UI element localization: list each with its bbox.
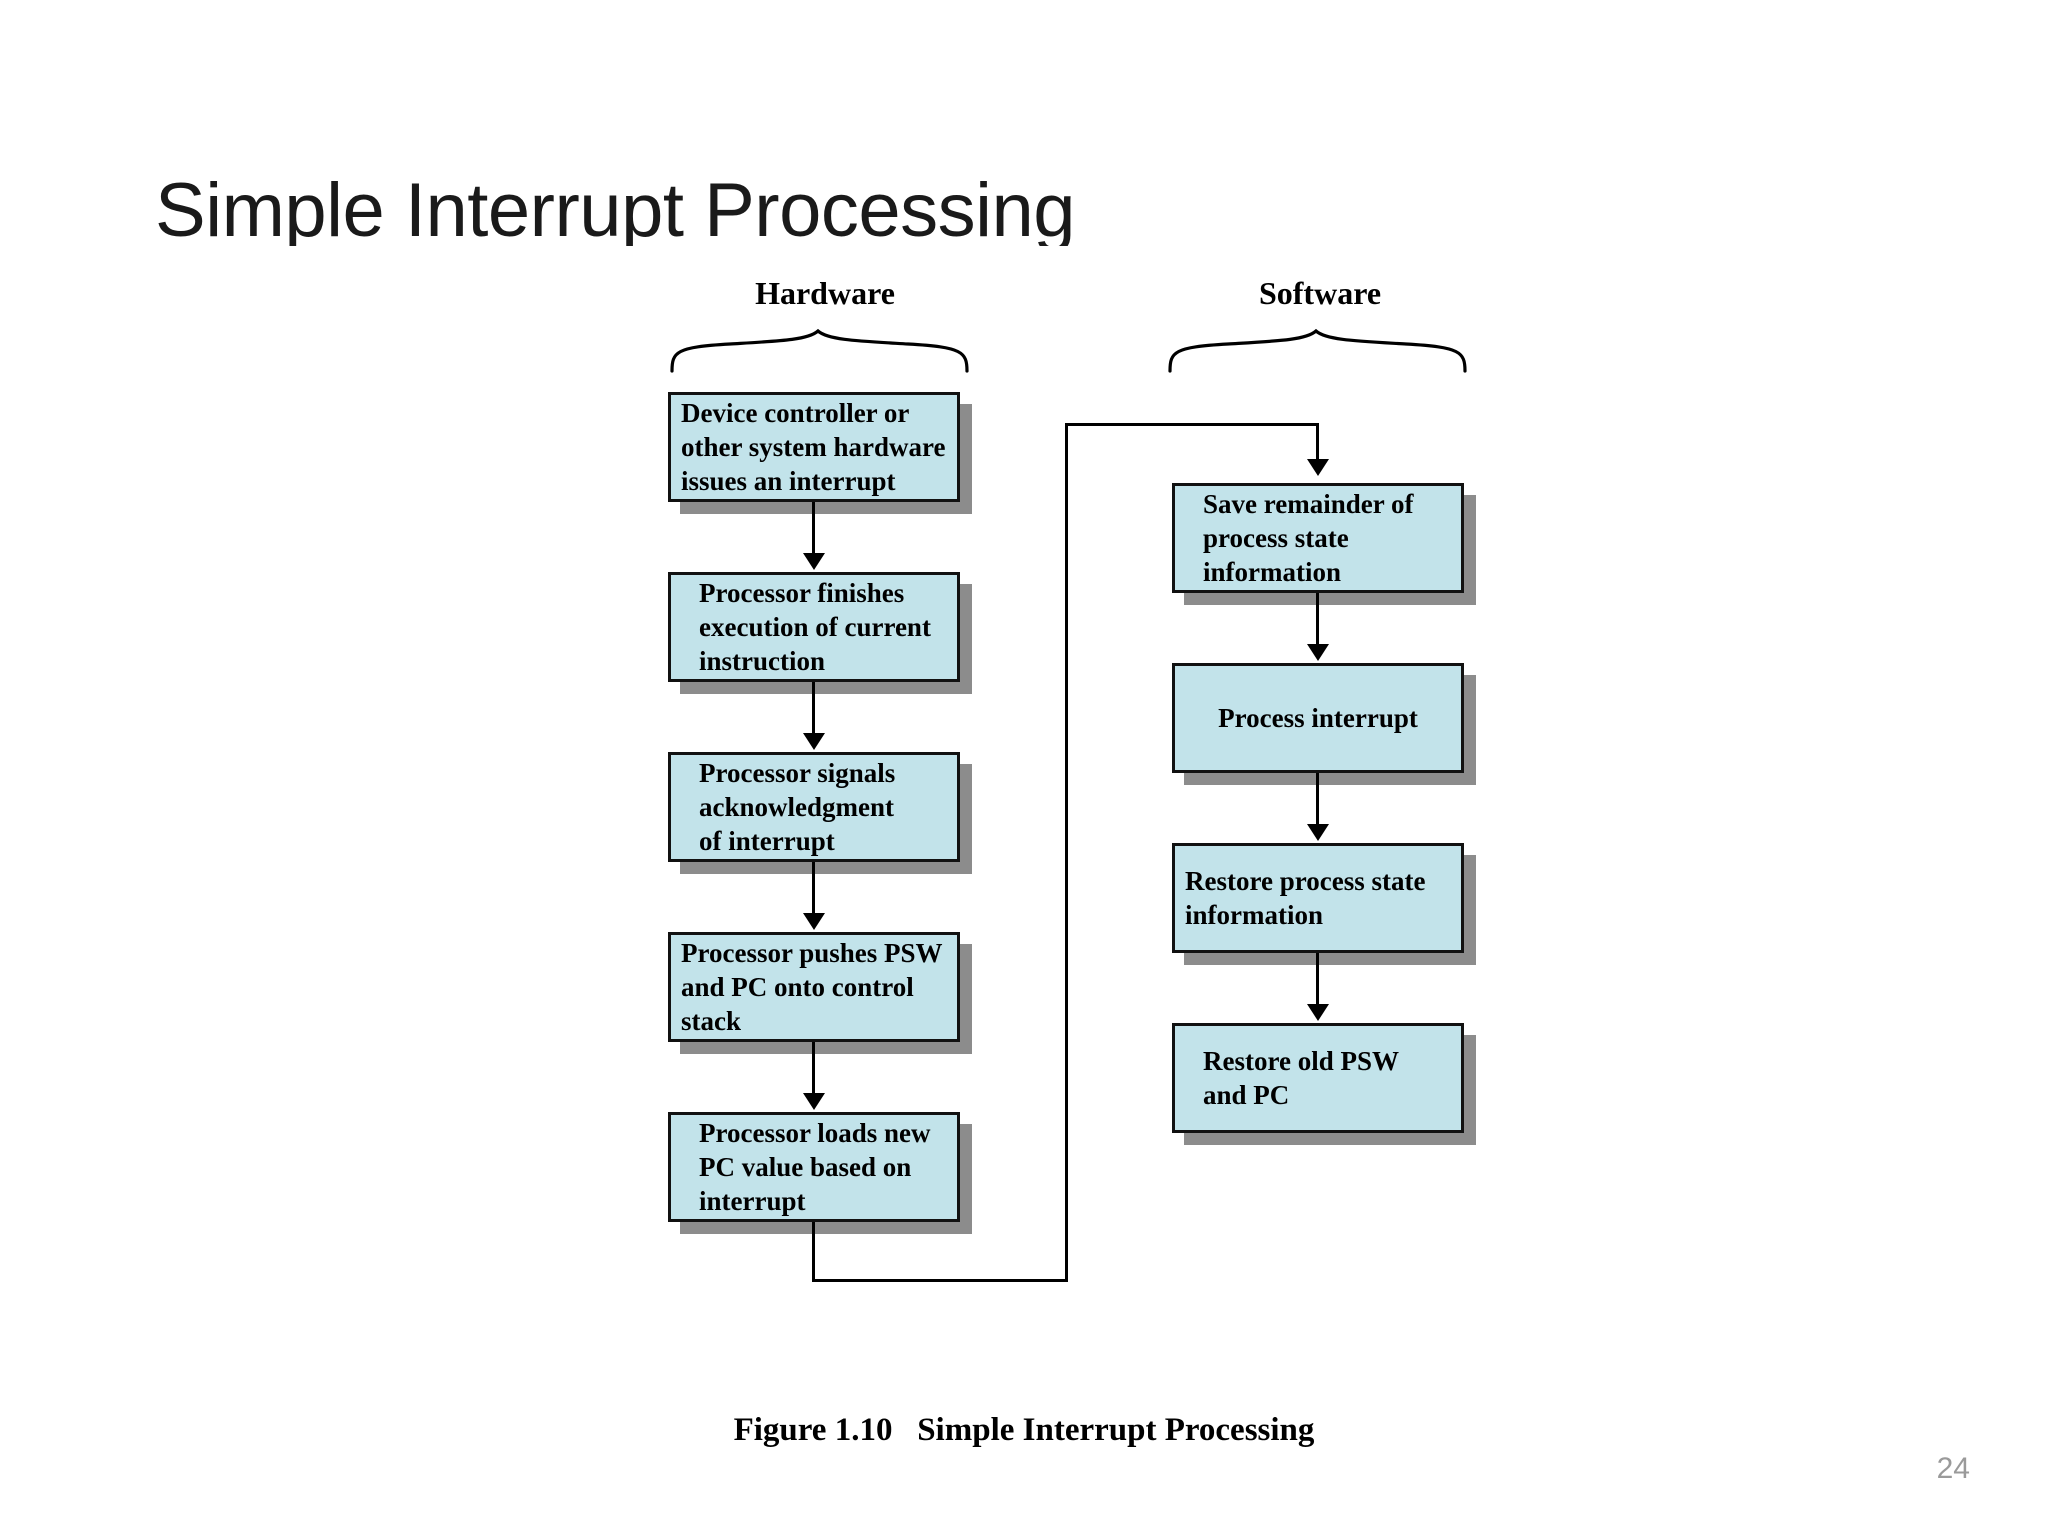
connector-hardware-4-5 [812,1042,815,1095]
column-header-hardware: Hardware [755,275,895,311]
flow-box-hardware-2-label: Processor finishes execution of current … [699,578,931,676]
flow-box-hardware-4[interactable]: Processor pushes PSW and PC onto control… [668,932,960,1042]
flow-box-software-1[interactable]: Save remainder of process state informat… [1172,483,1464,593]
connector-loop-into-software [1316,423,1319,461]
flow-box-software-3[interactable]: Restore process state information [1172,843,1464,953]
flow-box-hardware-3[interactable]: Processor signals acknowledgment of inte… [668,752,960,862]
arrow-software-3-4 [1307,1004,1329,1021]
connector-software-1-2 [1316,593,1319,646]
figure-caption: Figure 1.10 Simple Interrupt Processing [733,1412,1315,1448]
flow-box-software-1-label: Save remainder of process state informat… [1203,489,1414,587]
arrow-software-1-2 [1307,644,1329,661]
connector-loop-riser [1065,423,1068,1282]
arrow-hardware-1-2 [803,553,825,570]
flow-box-hardware-3-label: Processor signals acknowledgment of inte… [699,758,896,856]
connector-software-3-4 [1316,953,1319,1006]
flow-box-software-3-label: Restore process state information [1185,866,1426,930]
page-number: 24 [1936,1452,1970,1485]
arrow-hardware-2-3 [803,733,825,750]
flow-box-hardware-4-label: Processor pushes PSW and PC onto control… [681,938,943,1036]
flow-box-software-2-label: Process interrupt [1218,703,1418,733]
page-title: Simple Interrupt Processing [155,168,1076,246]
flow-box-software-4-label: Restore old PSW and PC [1203,1046,1399,1110]
flow-box-software-4[interactable]: Restore old PSW and PC [1172,1023,1464,1133]
connector-hardware-3-4 [812,862,815,915]
flow-box-hardware-5-label: Processor loads new PC value based on in… [699,1118,931,1216]
connector-software-2-3 [1316,773,1319,826]
flow-box-hardware-5[interactable]: Processor loads new PC value based on in… [668,1112,960,1222]
arrow-hardware-3-4 [803,913,825,930]
flow-box-software-2[interactable]: Process interrupt [1172,663,1464,773]
connector-hardware-1-2 [812,502,815,555]
column-header-software: Software [1258,275,1382,311]
arrow-software-2-3 [1307,824,1329,841]
connector-loop-bottom [812,1279,1068,1282]
flow-box-hardware-1-label: Device controller or other system hardwa… [681,398,946,496]
flow-box-hardware-2[interactable]: Processor finishes execution of current … [668,572,960,682]
arrow-loop-into-software [1307,459,1329,476]
arrow-hardware-4-5 [803,1093,825,1110]
flow-box-hardware-1[interactable]: Device controller or other system hardwa… [668,392,960,502]
connector-loop-top [1065,423,1319,426]
brace-software [1168,328,1468,373]
connector-loop-down [812,1222,815,1282]
brace-hardware [670,328,970,373]
connector-hardware-2-3 [812,682,815,735]
